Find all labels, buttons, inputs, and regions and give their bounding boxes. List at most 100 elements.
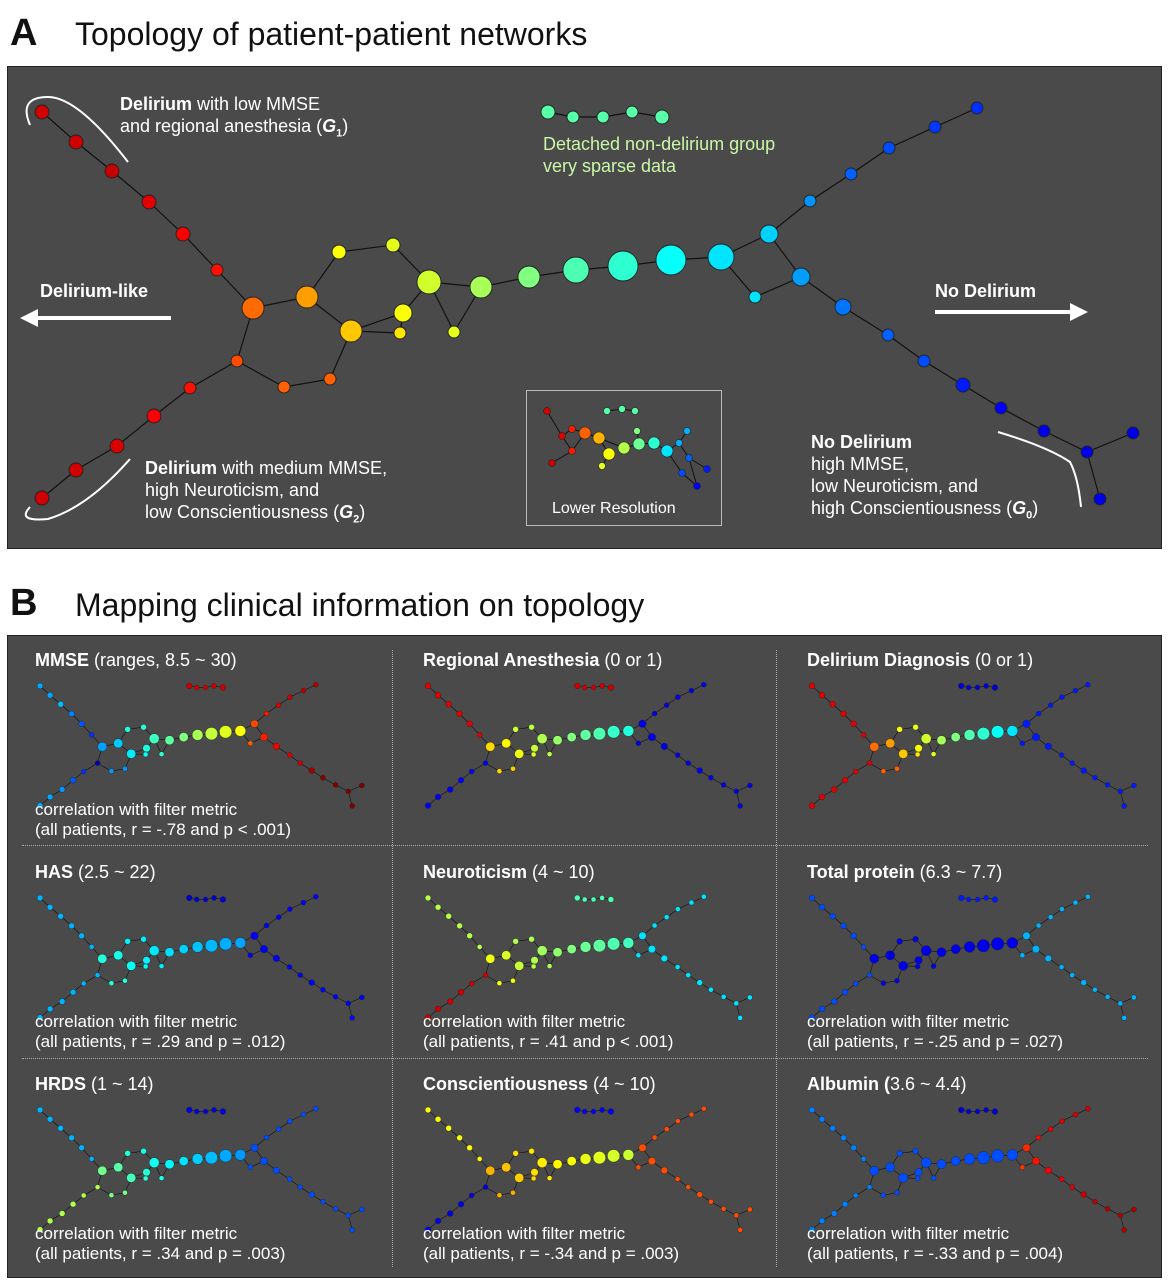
network-node (808, 1226, 816, 1233)
network-node (701, 681, 707, 688)
network-node (866, 1184, 873, 1190)
network-node (818, 1116, 826, 1123)
network-node (675, 439, 683, 447)
network-node (204, 1151, 218, 1165)
cell-title: Delirium Diagnosis (0 or 1) (807, 650, 1033, 671)
network-node (635, 952, 642, 959)
network-a (20, 95, 1140, 521)
network-node (1031, 945, 1040, 954)
network-node (241, 296, 265, 320)
network-node (126, 749, 137, 759)
network-node (164, 947, 175, 958)
network-node (1085, 893, 1091, 900)
network-node (685, 972, 691, 978)
network-node (313, 681, 319, 688)
network-node (1058, 1176, 1065, 1182)
network-node (674, 964, 681, 970)
network-node (259, 733, 268, 742)
network-node (708, 1198, 714, 1205)
network-node (880, 768, 887, 774)
network-node (991, 684, 999, 691)
network-node (914, 956, 923, 965)
network-node (850, 1144, 857, 1151)
network-node (1080, 767, 1087, 774)
network-node (313, 1105, 319, 1112)
network-node (496, 1192, 503, 1198)
network-node (759, 224, 779, 244)
network-node (1072, 687, 1079, 694)
cell-variable-range: (4 ~ 10) (588, 1074, 656, 1094)
network-node (860, 732, 867, 738)
network-node (447, 1210, 454, 1217)
network-node (193, 684, 200, 691)
network-node (247, 952, 254, 959)
mini-network (424, 1105, 753, 1233)
network-node (183, 381, 197, 395)
network-node (1059, 1118, 1065, 1124)
network-node (447, 786, 454, 793)
network-node (78, 932, 85, 939)
network-node (424, 894, 432, 902)
network-node (860, 1156, 867, 1162)
network-node (818, 692, 826, 699)
network-node (512, 1150, 519, 1157)
network-node (852, 1192, 859, 1199)
network-node (78, 1144, 85, 1151)
network-node (1092, 774, 1098, 781)
network-node (912, 1148, 919, 1155)
network-node (36, 894, 44, 902)
network-node (530, 1168, 539, 1177)
cell-variable-range: (ranges, 8.5 ~ 30) (89, 650, 237, 670)
network-node (844, 167, 858, 181)
network-node (991, 937, 1005, 951)
network-node (457, 1201, 465, 1208)
network-node (603, 407, 611, 415)
network-node (737, 1015, 743, 1021)
network-node (1047, 914, 1054, 920)
network-edge (182, 233, 218, 271)
network-node (68, 462, 84, 478)
mini-network (36, 893, 365, 1021)
network-node (122, 766, 128, 772)
network-node (1117, 788, 1124, 795)
network-node (512, 938, 519, 945)
network-node (618, 405, 626, 413)
cell-title: HAS (2.5 ~ 22) (35, 862, 156, 883)
network-node (275, 1126, 282, 1132)
network-node (247, 740, 254, 747)
network-node (146, 408, 162, 424)
network-node (1131, 994, 1137, 1001)
network-node (434, 1217, 442, 1225)
network-node (617, 441, 631, 455)
network-node (574, 1106, 581, 1114)
network-node (965, 896, 972, 903)
network-node (737, 1227, 743, 1233)
network-node (80, 980, 87, 987)
network-node (230, 354, 244, 368)
network-node (1085, 681, 1091, 688)
network-node (496, 980, 503, 986)
network-node (468, 1192, 475, 1199)
network-node (917, 354, 931, 368)
network-node (974, 896, 981, 903)
correlation-text: correlation with filter metric(all patie… (423, 1224, 679, 1264)
mini-network (424, 681, 753, 809)
network-node (1080, 979, 1087, 986)
network-node (158, 963, 165, 969)
network-node (466, 720, 473, 727)
panel-b: MMSE (ranges, 8.5 ~ 30)correlation with … (7, 635, 1162, 1278)
network-node (543, 407, 551, 415)
network-node (466, 932, 473, 939)
network-node (126, 1173, 137, 1183)
network-node (126, 961, 137, 971)
network-node (468, 768, 475, 775)
network-node (456, 922, 463, 929)
network-node (297, 760, 303, 766)
network-node (965, 684, 972, 691)
network-node (331, 244, 347, 260)
network-node (320, 986, 326, 993)
network-node (707, 243, 735, 271)
panel-a-label: A (10, 12, 38, 54)
network-node (434, 793, 442, 801)
panel-a-title: Topology of patient-patient networks (75, 16, 588, 52)
